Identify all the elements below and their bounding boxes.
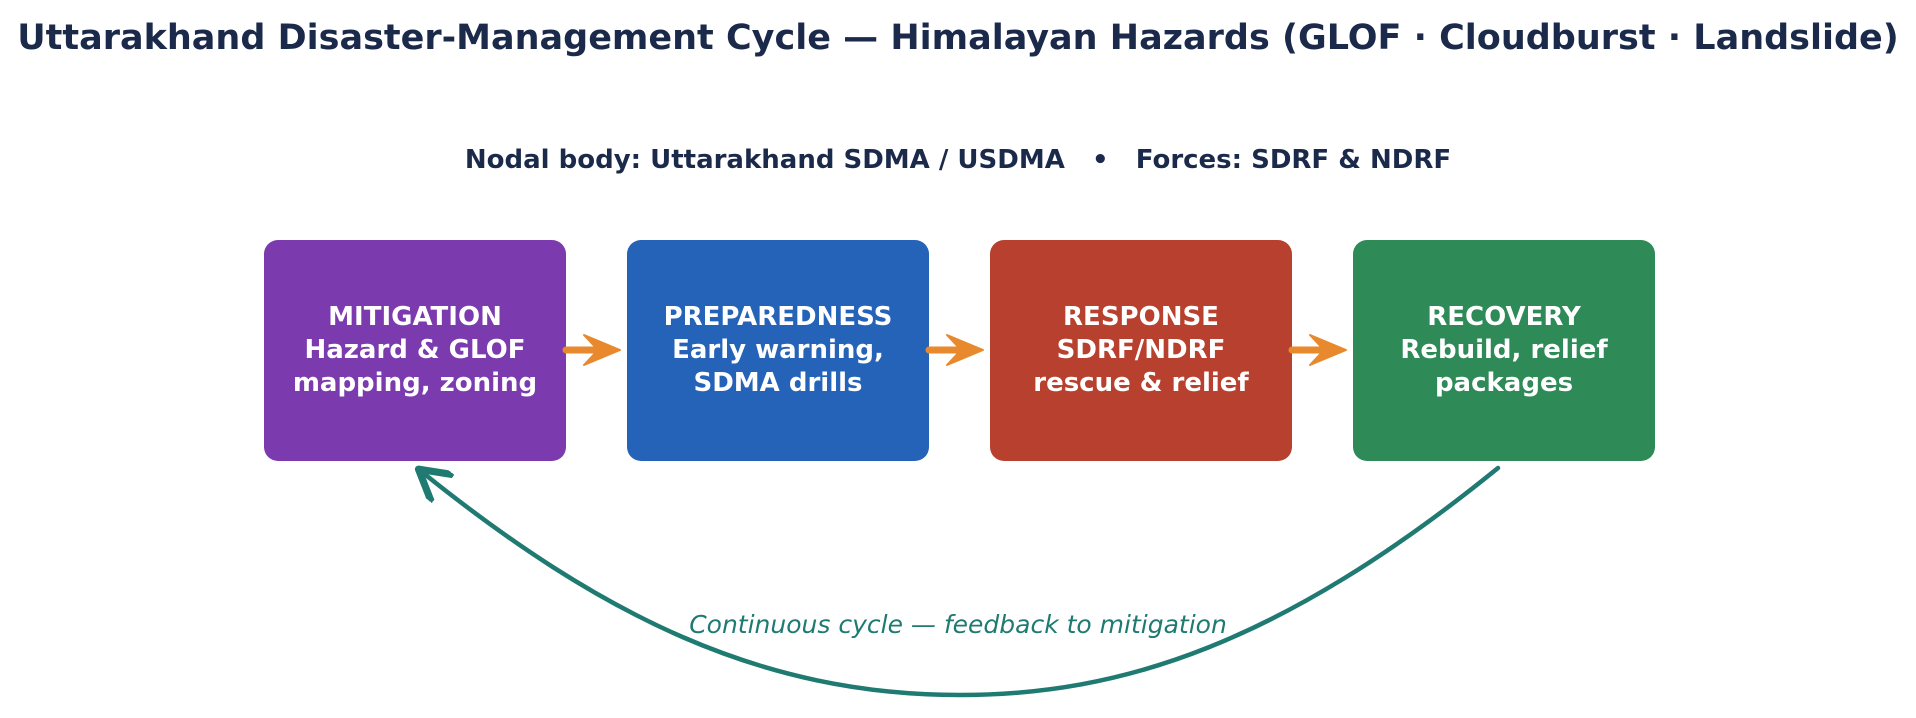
stage-mitigation: MITIGATION Hazard & GLOF mapping, zoning [264, 240, 566, 461]
stage-response: RESPONSE SDRF/NDRF rescue & relief [990, 240, 1292, 461]
stage-recovery-line-1: RECOVERY [1427, 302, 1581, 332]
stage-mitigation-line-1: MITIGATION [328, 302, 502, 332]
flow-arrow-2 [925, 334, 984, 366]
diagram-subtitle: Nodal body: Uttarakhand SDMA / USDMA • F… [464, 145, 1452, 175]
stage-response-line-1: RESPONSE [1063, 302, 1219, 332]
stage-mitigation-line-2: Hazard & GLOF [304, 335, 526, 365]
stage-preparedness-line-1: PREPAREDNESS [663, 302, 893, 332]
stage-response-line-3: rescue & relief [1033, 368, 1249, 398]
cycle-feedback-arrow [422, 468, 1501, 698]
stage-preparedness-line-2: Early warning, [672, 335, 884, 365]
cycle-label: Continuous cycle — feedback to mitigatio… [689, 610, 1227, 639]
flow-arrow-1 [562, 334, 621, 366]
stage-preparedness: PREPAREDNESS Early warning, SDMA drills [627, 240, 929, 461]
stage-response-line-2: SDRF/NDRF [1056, 335, 1226, 365]
stage-recovery: RECOVERY Rebuild, relief packages [1353, 240, 1655, 461]
flow-arrow-3 [1288, 334, 1347, 366]
stage-recovery-line-2: Rebuild, relief [1400, 335, 1608, 365]
stage-recovery-line-3: packages [1434, 368, 1574, 398]
diagram-title: Uttarakhand Disaster-Management Cycle — … [17, 18, 1899, 58]
stage-mitigation-line-3: mapping, zoning [292, 368, 538, 398]
stage-preparedness-line-3: SDMA drills [693, 368, 863, 398]
